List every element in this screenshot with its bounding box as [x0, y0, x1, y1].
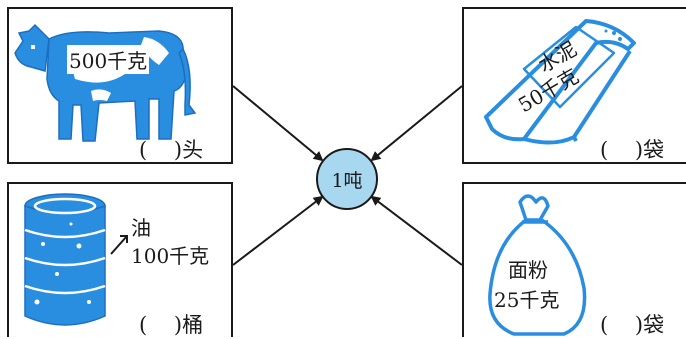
one-ton-hub: 1吨: [316, 148, 378, 210]
oil-weight-label: 100千克: [131, 244, 210, 268]
hub-label: 1吨: [331, 169, 363, 192]
cement-answer-blank[interactable]: ( )袋: [600, 138, 665, 162]
arrow-oil-to-hub: [232, 195, 324, 266]
cow-panel: 500千克 ( )头: [7, 7, 233, 164]
oil-barrel-icon: [24, 193, 128, 326]
oil-panel: 油 100千克 ( )桶: [7, 182, 233, 337]
cement-panel: 水泥 50千克 ( )袋: [462, 7, 686, 164]
flour-panel: 面粉 25千克 ( )袋: [462, 182, 686, 337]
flour-answer-blank[interactable]: ( )袋: [600, 313, 665, 337]
cow-answer-blank[interactable]: ( )头: [139, 138, 204, 162]
arrow-flour-to-hub: [370, 195, 463, 266]
flour-sack-icon: [488, 194, 587, 336]
arrow-cow-to-hub: [232, 85, 324, 162]
cow-weight-label: 500千克: [67, 45, 150, 74]
oil-name-label: 油: [131, 216, 151, 240]
flour-name-label: 面粉: [508, 258, 548, 282]
oil-answer-blank[interactable]: ( )桶: [139, 313, 204, 337]
flour-weight-label: 25千克: [494, 288, 560, 312]
cement-bag-icon: [484, 19, 636, 145]
arrow-cement-to-hub: [370, 85, 463, 162]
